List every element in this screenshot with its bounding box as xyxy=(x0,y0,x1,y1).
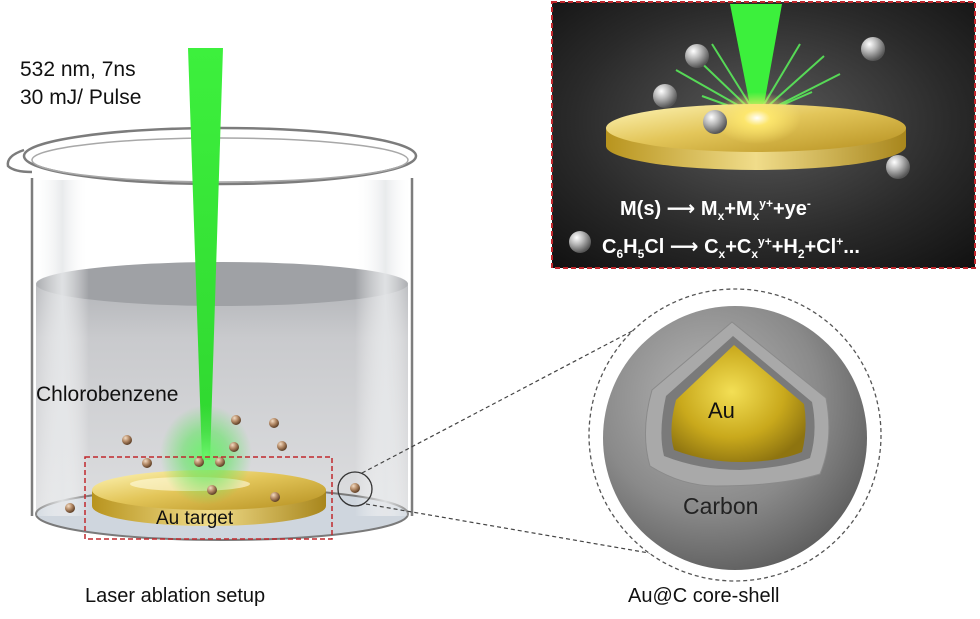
beaker-spout xyxy=(6,148,33,174)
sphere-icon xyxy=(277,441,287,451)
laser-params-line1: 532 nm, 7ns xyxy=(20,58,136,81)
core-label: Au xyxy=(708,398,735,423)
caption-left: Laser ablation setup xyxy=(85,585,266,607)
sphere-icon xyxy=(861,37,885,61)
shell-label: Carbon xyxy=(683,493,759,519)
sphere-icon xyxy=(229,442,239,452)
solvent-label: Chlorobenzene xyxy=(36,383,179,406)
sphere-icon xyxy=(270,492,280,502)
caption-right: Au@C core-shell xyxy=(628,585,780,607)
target-highlight-box xyxy=(84,456,333,540)
laser-beam xyxy=(188,48,223,460)
nanoparticle-group xyxy=(65,415,287,513)
inset-border xyxy=(551,1,976,269)
equation-metal: M(s) ⟶ Mx+Mxy++ye- xyxy=(620,196,811,223)
sphere-icon xyxy=(194,457,204,467)
laser-glow xyxy=(160,405,252,505)
zoom-line-top xyxy=(361,307,677,474)
sphere-icon xyxy=(703,110,727,134)
sphere-icon xyxy=(231,415,241,425)
sphere-icon xyxy=(569,231,591,253)
beaker-rim-inner xyxy=(31,137,409,183)
sphere-icon xyxy=(269,418,279,428)
laser-params-line2: 30 mJ/ Pulse xyxy=(20,86,142,109)
sphere-icon xyxy=(350,483,360,493)
core-shell-particle xyxy=(588,288,882,582)
sphere-icon xyxy=(122,435,132,445)
sphere-icon xyxy=(207,485,217,495)
arrow-icon: ⟶ xyxy=(669,236,699,258)
target-label: Au target xyxy=(156,508,234,529)
magnifier-circle xyxy=(337,471,373,507)
inset-flash xyxy=(713,92,801,144)
sphere-icon xyxy=(886,155,910,179)
sphere-icon xyxy=(142,458,152,468)
sphere-icon xyxy=(653,84,677,108)
inset-laser-beam xyxy=(730,4,782,116)
arrow-icon: ⟶ xyxy=(666,198,696,220)
sphere-icon xyxy=(685,44,709,68)
equation-chlorobenzene: C6H5Cl ⟶ Cx+Cxy++H2+Cl+... xyxy=(602,234,860,261)
gold-core xyxy=(671,345,806,462)
inset-panel xyxy=(551,1,976,269)
sphere-icon xyxy=(215,457,225,467)
sphere-icon xyxy=(65,503,75,513)
